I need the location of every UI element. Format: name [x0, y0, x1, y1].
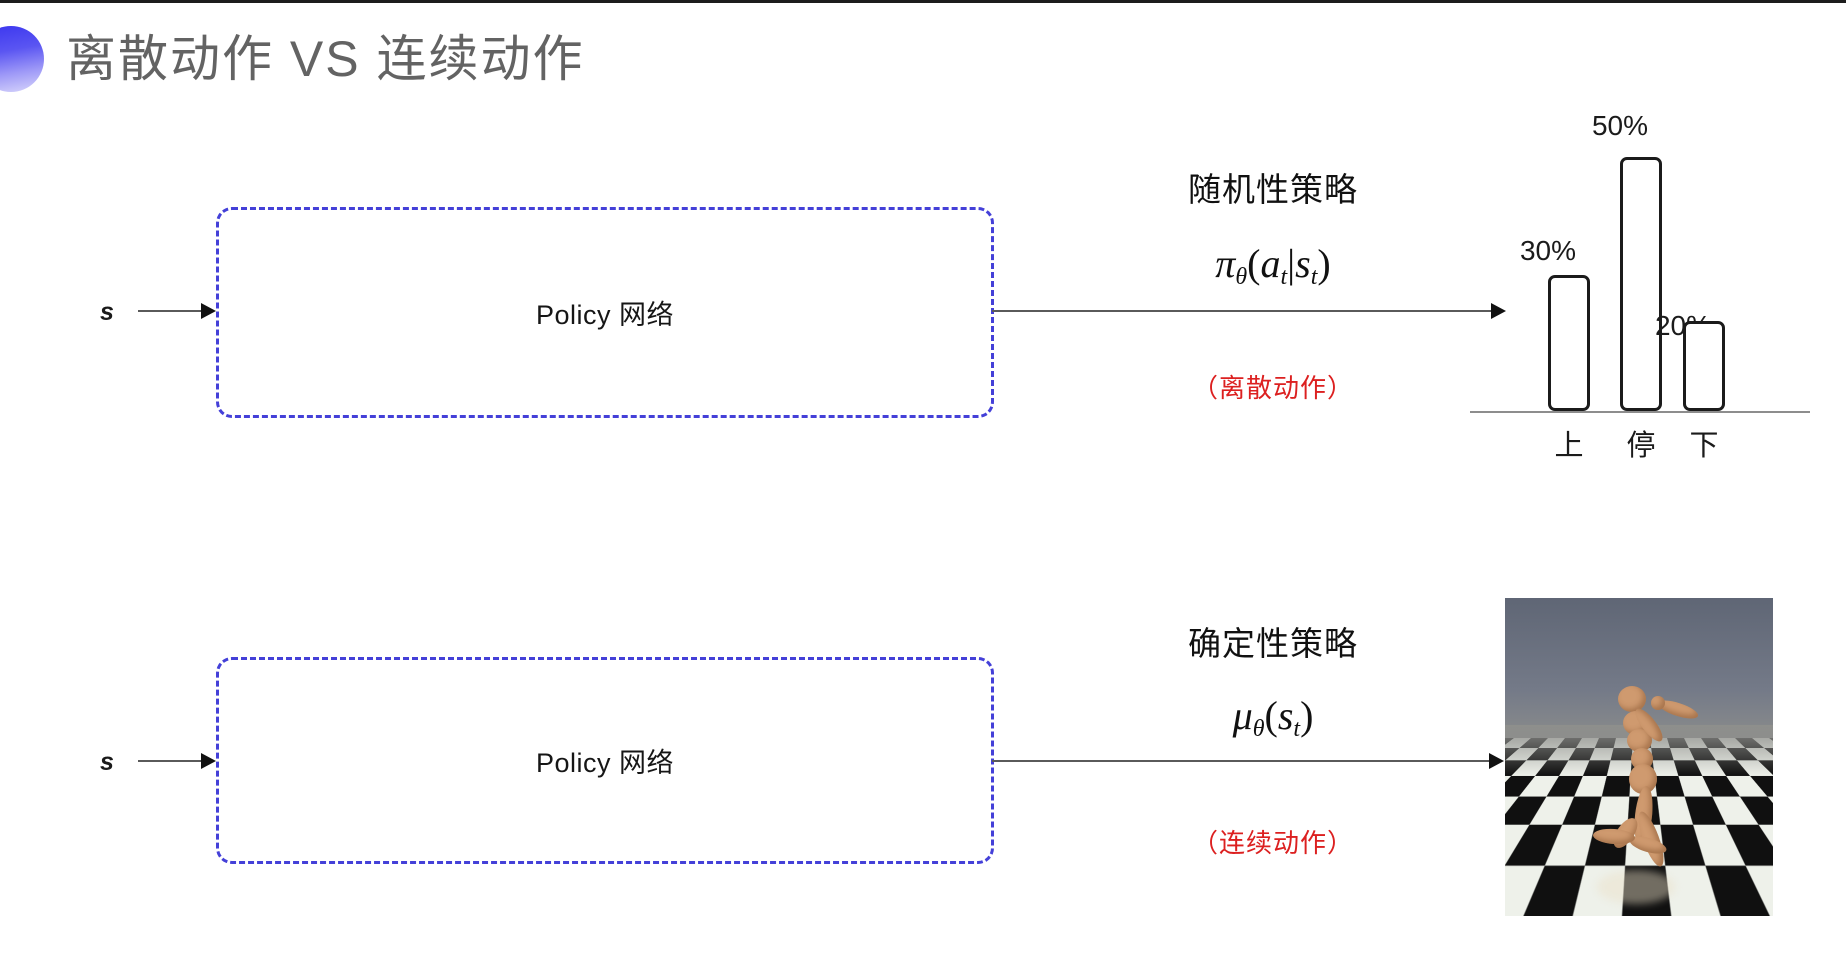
formula-symbol-continuous: μ — [1232, 693, 1253, 738]
bar-value-0: 30% — [1519, 235, 1577, 266]
formula-open-paren-continuous: ( — [1264, 693, 1278, 738]
bar-value-1: 50% — [1591, 110, 1649, 141]
policy-caption-continuous: 确定性策略 — [1188, 625, 1358, 662]
formula-close-paren-discrete: ) — [1317, 241, 1331, 286]
output-arrow-discrete — [992, 303, 1506, 319]
policy-network-label-discrete: Policy 网络 — [535, 300, 675, 330]
formula-arg1-continuous: s — [1277, 693, 1294, 738]
formula-open-paren-discrete: ( — [1247, 241, 1261, 286]
formula-arg1-sub-discrete: t — [1280, 264, 1288, 291]
action-probability-bar-chart: 30% 上 50% 停 20% 下 — [1470, 110, 1815, 462]
formula-symbol-discrete: π — [1215, 241, 1236, 286]
bar-category-1: 停 — [1626, 430, 1656, 462]
formula-arg1-sub-continuous: t — [1293, 716, 1301, 743]
state-label-discrete: s — [100, 298, 114, 326]
formula-subscript-continuous: θ — [1252, 716, 1265, 743]
humanoid-head — [1618, 686, 1646, 712]
bar-category-0: 上 — [1554, 430, 1584, 462]
top-edge-rule — [0, 0, 1846, 3]
humanoid-torso-mid — [1627, 729, 1652, 752]
bar-2 — [1683, 321, 1725, 411]
policy-caption-discrete: 随机性策略 — [1188, 171, 1358, 208]
formula-arg2-discrete: s — [1295, 241, 1311, 286]
output-arrow-continuous — [992, 753, 1504, 769]
humanoid-hand — [1651, 696, 1665, 710]
humanoid-simulation-image — [1505, 598, 1773, 916]
policy-formula-discrete: πθ(at|st) — [1128, 240, 1418, 291]
bar-category-2: 下 — [1689, 430, 1719, 462]
policy-network-label-continuous: Policy 网络 — [535, 748, 675, 778]
formula-arg1-discrete: a — [1260, 241, 1281, 286]
humanoid-floor-reflection — [1597, 870, 1675, 904]
bar-1 — [1620, 157, 1662, 411]
title-bullet-icon — [0, 26, 44, 92]
page-title: 离散动作 VS 连续动作 — [66, 31, 585, 87]
policy-network-box-discrete[interactable]: Policy 网络 — [216, 207, 994, 418]
policy-formula-continuous: μθ(st) — [1128, 692, 1418, 743]
chart-x-axis — [1470, 411, 1810, 413]
policy-network-box-continuous[interactable]: Policy 网络 — [216, 657, 994, 864]
input-arrow-discrete — [138, 303, 216, 319]
bar-0 — [1548, 275, 1590, 411]
action-type-note-discrete: （离散动作） — [1191, 373, 1354, 403]
state-label-continuous: s — [100, 748, 114, 776]
formula-subscript-discrete: θ — [1235, 264, 1248, 291]
action-type-note-continuous: （连续动作） — [1191, 828, 1354, 858]
input-arrow-continuous — [138, 753, 216, 769]
formula-separator-discrete: | — [1287, 241, 1296, 286]
formula-arg2-sub-discrete: t — [1310, 264, 1318, 291]
formula-close-paren-continuous: ) — [1300, 693, 1314, 738]
